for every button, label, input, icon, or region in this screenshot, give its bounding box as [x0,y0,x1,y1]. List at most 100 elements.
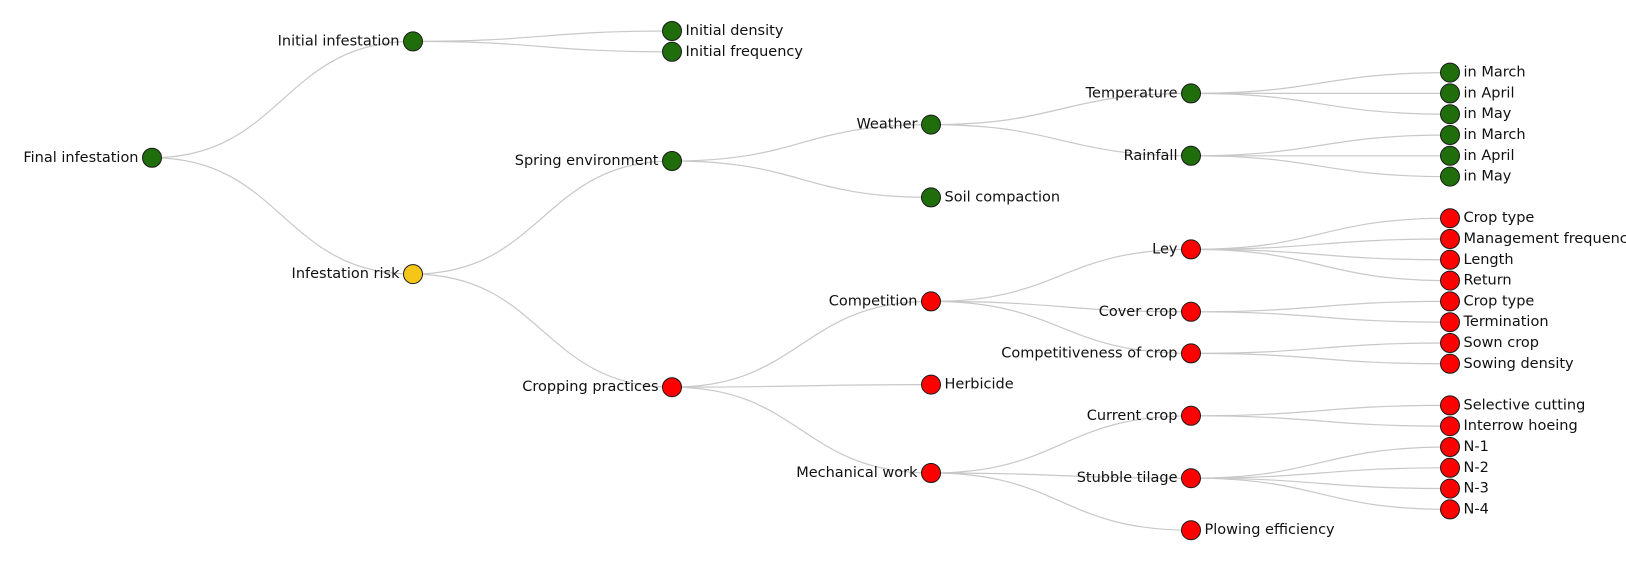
tree-node-in-may[interactable]: in May [1440,166,1512,187]
tree-node-spring-environment[interactable]: Spring environment [515,151,682,171]
status-red-node-marker[interactable] [1181,343,1201,364]
tree-node-termination[interactable]: Termination [1440,312,1549,333]
tree-node-n-1[interactable]: N-1 [1440,437,1489,457]
tree-node-selective-cutting[interactable]: Selective cutting [1440,395,1586,416]
tree-node-in-march[interactable]: in March [1440,125,1526,145]
tree-node-initial-density[interactable]: Initial density [662,21,784,41]
tree-node-herbicide[interactable]: Herbicide [921,374,1014,395]
tree-node-management-frequency[interactable]: Management frequency [1440,229,1626,249]
tree-node-initial-infestation[interactable]: Initial infestation [278,31,423,52]
status-red-node-marker[interactable] [1440,312,1460,333]
status-green-node-marker[interactable] [662,41,682,62]
tree-node-return[interactable]: Return [1440,270,1512,291]
node-label: Selective cutting [1464,397,1586,413]
tree-node-sown-crop[interactable]: Sown crop [1440,333,1539,353]
tree-node-competitiveness-of-crop[interactable]: Competitiveness of crop [1001,343,1201,364]
status-red-node-marker[interactable] [1440,249,1460,270]
status-red-node-marker[interactable] [1181,405,1201,426]
link-temperature-to-in-may [1190,92,1451,115]
link-cover-crop-to-termination [1190,311,1451,323]
tree-node-in-april[interactable]: in April [1440,145,1515,166]
status-red-node-marker[interactable] [1440,478,1460,499]
status-red-node-marker[interactable] [1440,416,1460,437]
status-green-node-marker[interactable] [1440,125,1460,145]
link-weather-to-rainfall [930,124,1192,157]
tree-node-sowing-density[interactable]: Sowing density [1440,353,1575,374]
status-red-node-marker[interactable] [662,377,682,398]
tree-node-cover-crop[interactable]: Cover crop [1099,301,1201,322]
status-green-node-marker[interactable] [1440,145,1460,166]
tree-node-length[interactable]: Length [1440,249,1514,270]
status-red-node-marker[interactable] [1440,353,1460,374]
link-mechanical-work-to-plowing-efficiency [930,472,1192,531]
tree-node-soil-compaction[interactable]: Soil compaction [921,187,1061,208]
tree-node-in-may[interactable]: in May [1440,104,1512,125]
tree-node-in-april[interactable]: in April [1440,83,1515,104]
tree-node-n-4[interactable]: N-4 [1440,499,1489,520]
tree-node-final-infestation[interactable]: Final infestation [23,147,162,168]
status-green-node-marker[interactable] [1181,145,1201,166]
link-rainfall-to-in-may [1190,155,1451,178]
status-green-node-marker[interactable] [1181,83,1201,104]
status-green-node-marker[interactable] [1440,104,1460,125]
status-red-node-marker[interactable] [1440,229,1460,249]
node-label: in May [1464,169,1512,185]
status-red-node-marker[interactable] [1440,457,1460,478]
link-initial-infestation-to-initial-frequency [412,40,673,53]
tree-node-n-2[interactable]: N-2 [1440,457,1489,478]
status-red-node-marker[interactable] [1181,301,1201,322]
status-green-node-marker[interactable] [921,114,941,135]
tree-node-cropping-practices[interactable]: Cropping practices [522,377,682,398]
tree-node-crop-type[interactable]: Crop type [1440,291,1535,312]
tree-node-infestation-risk[interactable]: Infestation risk [292,264,423,285]
tree-node-competition[interactable]: Competition [829,291,941,312]
status-red-node-marker[interactable] [921,463,941,483]
node-label: Rainfall [1124,148,1178,164]
status-red-node-marker[interactable] [1181,520,1201,541]
status-green-node-marker[interactable] [1440,83,1460,104]
status-red-node-marker[interactable] [1440,333,1460,353]
status-red-node-marker[interactable] [1440,395,1460,416]
tree-node-in-march[interactable]: in March [1440,62,1526,83]
tree-node-current-crop[interactable]: Current crop [1087,405,1201,426]
status-green-node-marker[interactable] [662,151,682,171]
tree-node-initial-frequency[interactable]: Initial frequency [662,41,804,62]
status-green-node-marker[interactable] [1440,62,1460,83]
status-yellow-node-marker[interactable] [403,264,423,285]
node-label: Stubble tilage [1077,470,1178,486]
tree-node-ley[interactable]: Ley [1152,239,1201,260]
node-label: in May [1464,106,1512,122]
status-green-node-marker[interactable] [662,21,682,41]
status-green-node-marker[interactable] [142,147,162,168]
tree-node-n-3[interactable]: N-3 [1440,478,1489,499]
status-red-node-marker[interactable] [921,291,941,312]
node-label: Ley [1152,241,1178,257]
tree-node-rainfall[interactable]: Rainfall [1124,145,1201,166]
node-label: Length [1464,252,1514,268]
node-label: in April [1464,148,1515,164]
status-green-node-marker[interactable] [403,31,423,52]
status-red-node-marker[interactable] [921,374,941,395]
tree-node-weather[interactable]: Weather [856,114,941,135]
node-label: in April [1464,85,1515,101]
status-green-node-marker[interactable] [1440,166,1460,187]
status-red-node-marker[interactable] [1440,208,1460,229]
status-red-node-marker[interactable] [1440,499,1460,520]
status-red-node-marker[interactable] [1440,291,1460,312]
tree-node-crop-type[interactable]: Crop type [1440,208,1535,229]
node-label: Sown crop [1464,335,1539,351]
link-current-crop-to-interrow-hoeing [1190,415,1451,427]
tree-node-interrow-hoeing[interactable]: Interrow hoeing [1440,416,1578,437]
link-stubble-tilage-to-n-1 [1190,446,1451,479]
tree-node-temperature[interactable]: Temperature [1085,83,1201,104]
tree-node-mechanical-work[interactable]: Mechanical work [796,463,941,483]
tree-node-stubble-tilage[interactable]: Stubble tilage [1077,468,1201,489]
status-red-node-marker[interactable] [1440,437,1460,457]
status-green-node-marker[interactable] [921,187,941,208]
tree-node-plowing-efficiency[interactable]: Plowing efficiency [1181,520,1336,541]
node-label: Soil compaction [945,189,1061,205]
status-red-node-marker[interactable] [1181,239,1201,260]
status-red-node-marker[interactable] [1181,468,1201,489]
status-red-node-marker[interactable] [1440,270,1460,291]
